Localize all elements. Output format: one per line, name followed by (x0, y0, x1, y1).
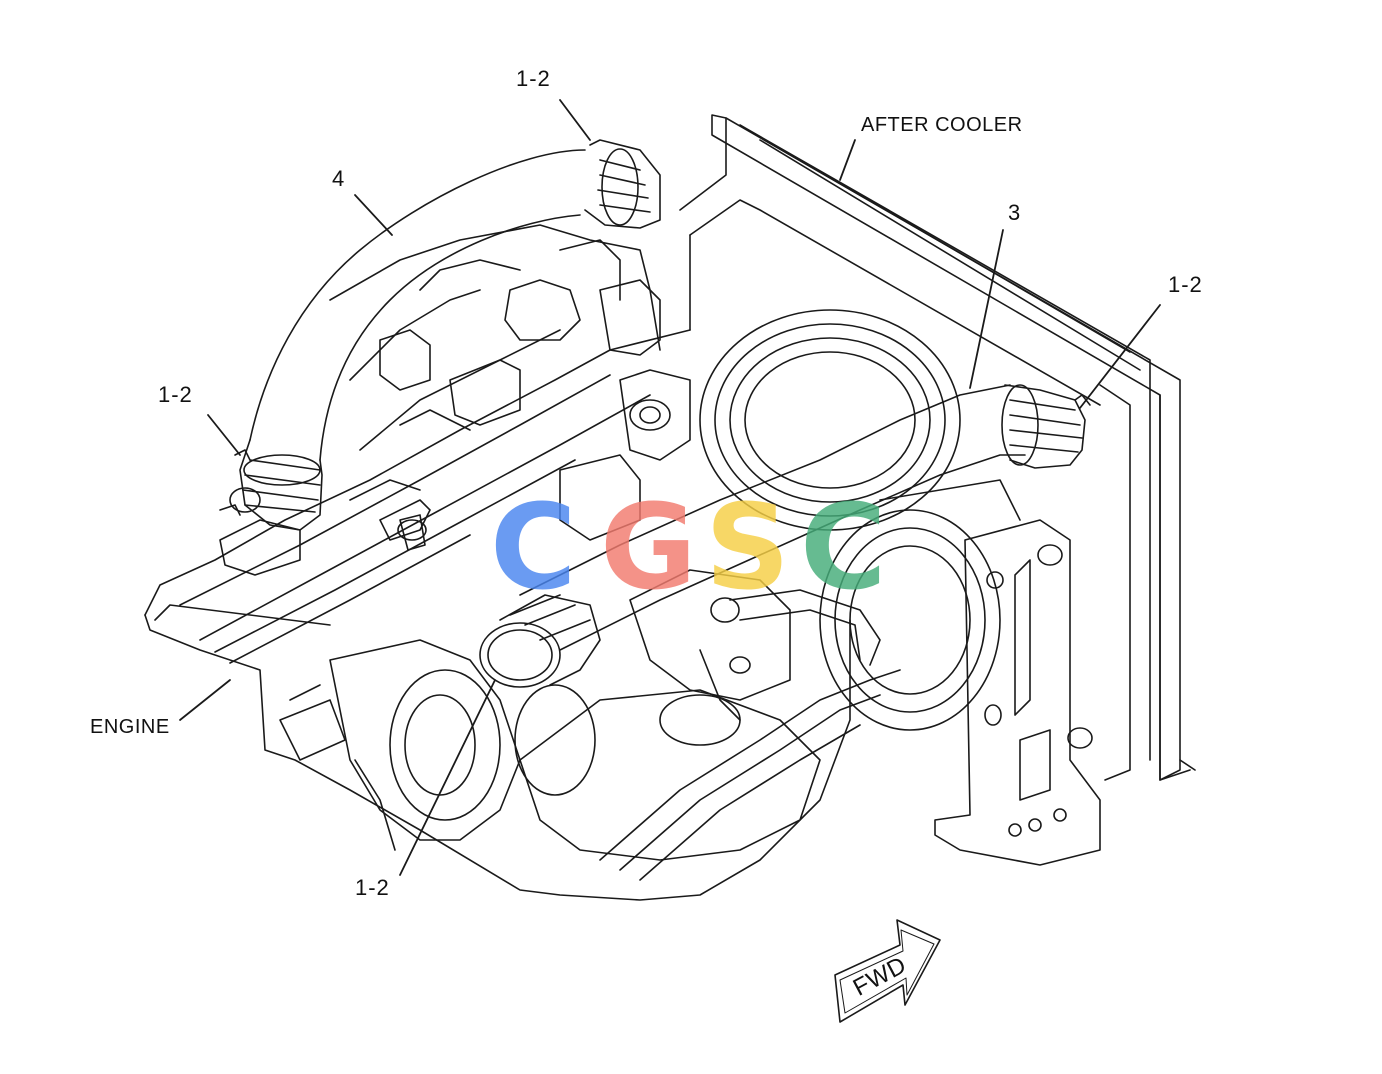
hose-3 (479, 384, 1091, 688)
watermark-letter-2: G (600, 478, 697, 616)
leader-right-clamp (1079, 304, 1161, 409)
label-after-cooler: AFTER COOLER (861, 114, 1023, 136)
leader-left-clamp (207, 414, 241, 456)
label-engine: ENGINE (90, 716, 170, 738)
aftercooler-frame (679, 114, 1196, 781)
watermark-letter-3: S (705, 478, 790, 616)
callout-bottom-clamp: 1-2 (355, 875, 390, 900)
leader-lines (179, 99, 1161, 876)
watermark-letter-4: C (800, 478, 887, 616)
leader-hose-3 (969, 229, 1004, 389)
fwd-arrow (834, 919, 941, 1023)
callout-top-clamp: 1-2 (516, 66, 551, 91)
callout-hose-3: 3 (1008, 200, 1022, 225)
right-bracket (934, 519, 1101, 866)
callout-right-clamp: 1-2 (1168, 272, 1203, 297)
callout-left-clamp: 1-2 (158, 382, 193, 407)
leader-engine (179, 679, 231, 721)
leader-hose-4 (354, 194, 393, 236)
watermark-letter-1: C (490, 478, 577, 616)
coolant-pipes (599, 589, 901, 881)
leader-after-cooler (839, 139, 856, 181)
engine-block (144, 224, 851, 901)
callout-hose-4: 4 (332, 166, 346, 191)
leader-bottom-clamp (399, 679, 496, 876)
leader-top-clamp (559, 99, 591, 141)
hose-4 (219, 139, 661, 531)
